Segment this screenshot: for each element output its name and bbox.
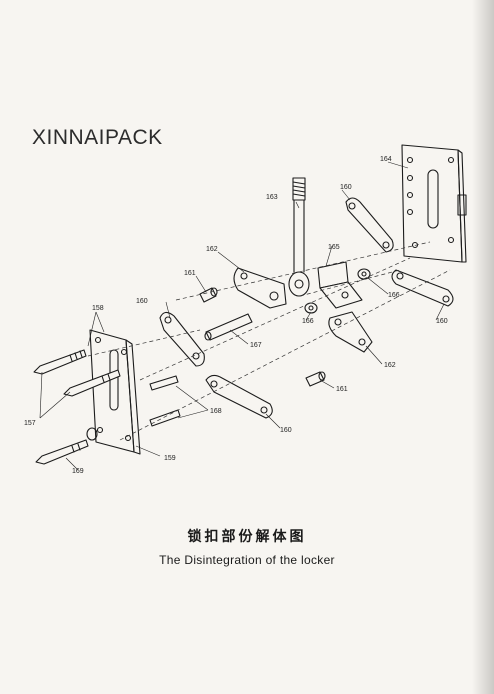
part-157-bolts: [33, 349, 121, 397]
label-168: 168: [210, 408, 222, 415]
part-160-left-arm: [159, 311, 205, 367]
label-160-bottom: 160: [280, 427, 292, 434]
part-167-pin: [204, 313, 253, 341]
part-164-mounting-plate: [401, 144, 467, 263]
part-168-pins: [149, 375, 181, 427]
assembly-lines: [87, 241, 451, 441]
label-159: 159: [164, 455, 176, 462]
part-labels: 163 160 164 162 161 160 165 166 166 160 …: [24, 156, 448, 475]
label-160-left: 160: [136, 298, 148, 305]
label-160-top: 160: [340, 184, 352, 191]
part-158-left-plate: [89, 329, 141, 455]
label-163: 163: [266, 194, 278, 201]
part-160-right-arm: [391, 269, 454, 307]
part-160-top-arm: [345, 197, 394, 253]
part-162-upper-link: [233, 267, 287, 309]
leader-lines: [39, 161, 445, 471]
label-165: 165: [328, 244, 340, 251]
page-edge-shadow: [472, 0, 494, 694]
label-162-lower: 162: [384, 362, 396, 369]
label-161-lower: 161: [336, 386, 348, 393]
part-161-upper-pin: [199, 287, 218, 303]
caption-english: The Disintegration of the locker: [159, 553, 335, 567]
label-167: 167: [250, 342, 262, 349]
part-162-lower-link: [328, 311, 373, 353]
label-164: 164: [380, 156, 392, 163]
label-158: 158: [92, 305, 104, 312]
part-169-bolt: [35, 427, 98, 465]
part-163-threaded-shaft: [288, 177, 310, 297]
label-161-upper: 161: [184, 270, 196, 277]
watermark: XINNAIPACK: [32, 126, 163, 149]
label-169: 169: [72, 468, 84, 475]
label-160-right: 160: [436, 318, 448, 325]
label-166-left: 166: [302, 318, 314, 325]
label-166-right: 166: [388, 292, 400, 299]
caption-chinese: 锁扣部份解体图: [187, 529, 307, 545]
label-157: 157: [24, 420, 36, 427]
part-166-spacers: [304, 268, 371, 314]
part-161-lower-pin: [305, 371, 326, 387]
label-162-upper: 162: [206, 246, 218, 253]
part-160-bottom-arm: [205, 374, 273, 419]
part-165-bracket: [317, 261, 363, 309]
